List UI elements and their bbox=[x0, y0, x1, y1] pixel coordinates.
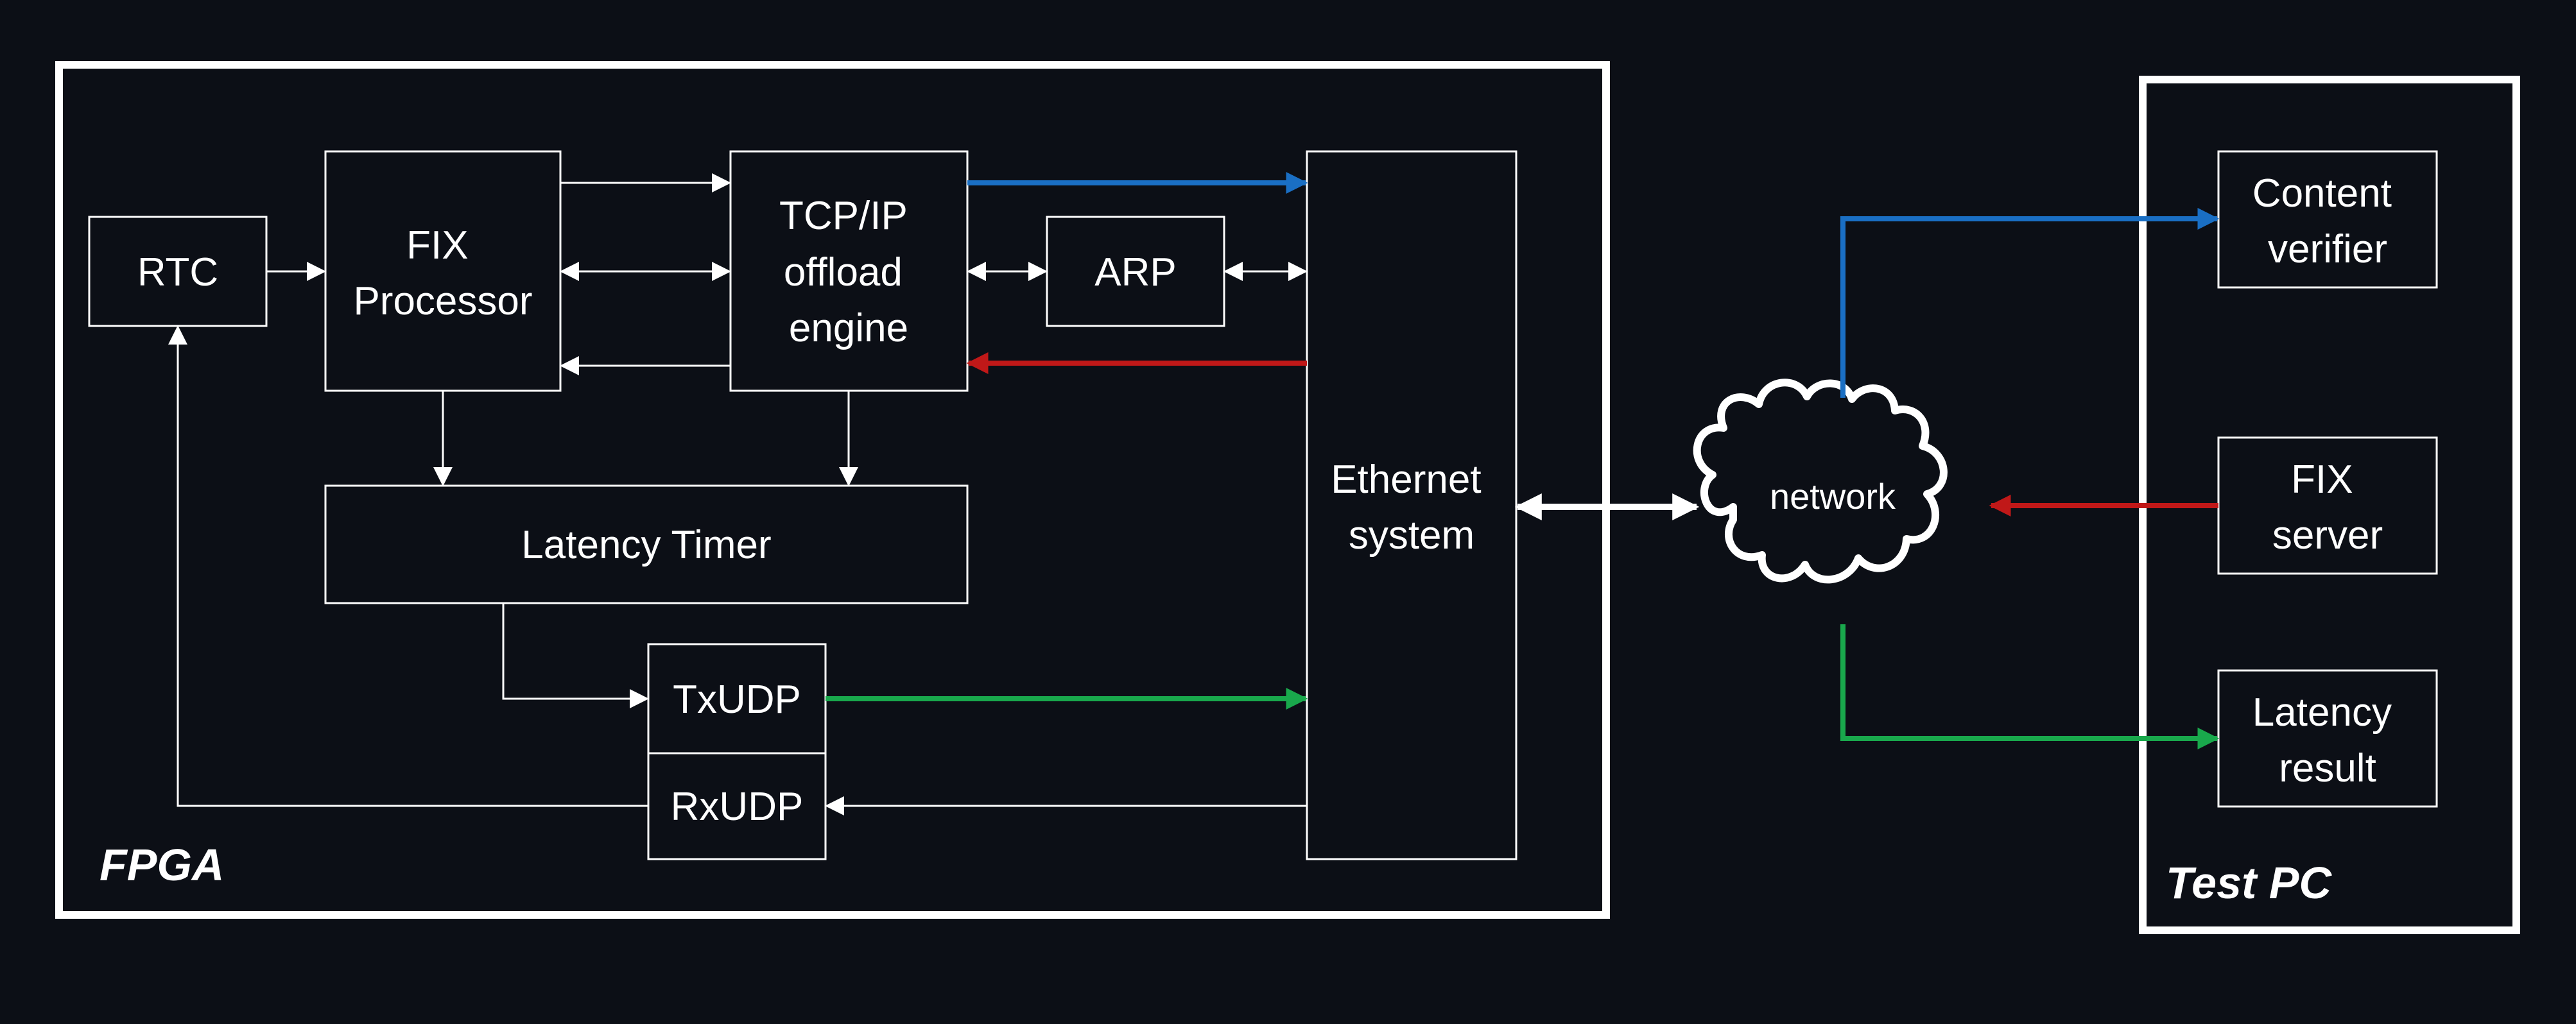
content-verifier-label-line-1: Content bbox=[2252, 171, 2392, 216]
fix-server-label-line-2: server bbox=[2272, 513, 2383, 558]
svg-text:Ethernet system: Ethernet system bbox=[1331, 457, 1492, 558]
ethernet-label-line-2: system bbox=[1349, 513, 1474, 558]
fix-processor-block: FIX Processor bbox=[324, 150, 562, 392]
colored-flows bbox=[826, 172, 2220, 749]
txudp-label: TxUDP bbox=[673, 678, 801, 722]
network-label: network bbox=[1770, 476, 1896, 516]
latency-result-block: Latency result bbox=[2217, 669, 2438, 808]
cloud-icon bbox=[1693, 379, 1948, 584]
svg-text:RTC: RTC bbox=[137, 250, 218, 294]
content-verifier-label-line-2: verifier bbox=[2268, 227, 2387, 271]
fpga-frame bbox=[55, 61, 1610, 919]
svg-text:FIX server: FIX server bbox=[2272, 457, 2383, 558]
fpga-label: FPGA bbox=[99, 840, 224, 890]
fix-processor-label-line-2: Processor bbox=[353, 279, 532, 323]
ethernet-label-line-1: Ethernet bbox=[1331, 457, 1481, 502]
svg-text:FIX Processor: FIX Processor bbox=[353, 223, 532, 323]
tcp-ip-offload-engine-block: TCP/IP offload engine bbox=[729, 150, 969, 392]
svg-text:ARP: ARP bbox=[1094, 250, 1176, 294]
ethernet-system-block: Ethernet system bbox=[1306, 150, 1517, 860]
rxudp-block: RxUDP bbox=[647, 752, 827, 860]
connectors bbox=[168, 173, 1308, 815]
svg-text:TxUDP: TxUDP bbox=[673, 678, 801, 722]
fix-processor-label-line-1: FIX bbox=[406, 223, 468, 268]
tcp-ip-label-line-1: TCP/IP bbox=[779, 194, 907, 238]
tcp-ip-label-line-2: offload bbox=[784, 250, 903, 294]
arp-block: ARP bbox=[1046, 216, 1225, 327]
arrow-rxudp-to-rtc bbox=[168, 325, 648, 807]
svg-text:TCP/IP offload eng: TCP/IP offload engine bbox=[779, 194, 918, 350]
latency-result-label-line-2: result bbox=[2279, 746, 2376, 790]
tcp-ip-label-line-3: engine bbox=[789, 306, 908, 350]
svg-text:Content verifier: Content verifier bbox=[2252, 171, 2403, 271]
rtc-block: RTC bbox=[88, 216, 268, 327]
latency-timer-block: Latency Timer bbox=[324, 484, 969, 604]
arrow-latency-timer-to-txudp bbox=[502, 603, 649, 708]
test-pc-label: Test PC bbox=[2166, 858, 2332, 908]
svg-text:RxUDP: RxUDP bbox=[671, 785, 804, 829]
blue-arrow-network-to-content-verifier bbox=[1840, 208, 2220, 398]
svg-text:Latency Timer: Latency Timer bbox=[521, 523, 771, 567]
green-arrow-network-to-latency-result bbox=[1840, 624, 2220, 749]
svg-text:Latency result: Latency result bbox=[2252, 690, 2403, 790]
network-cloud: network bbox=[1693, 379, 1948, 584]
txudp-block: TxUDP bbox=[647, 643, 827, 755]
rtc-label: RTC bbox=[137, 250, 218, 294]
content-verifier-block: Content verifier bbox=[2217, 150, 2438, 289]
latency-result-label-line-1: Latency bbox=[2252, 690, 2392, 735]
fix-server-block: FIX server bbox=[2217, 436, 2438, 575]
fix-server-label-line-1: FIX bbox=[2291, 457, 2353, 502]
arp-label: ARP bbox=[1094, 250, 1176, 294]
rxudp-label: RxUDP bbox=[671, 785, 804, 829]
latency-timer-label: Latency Timer bbox=[521, 523, 771, 567]
